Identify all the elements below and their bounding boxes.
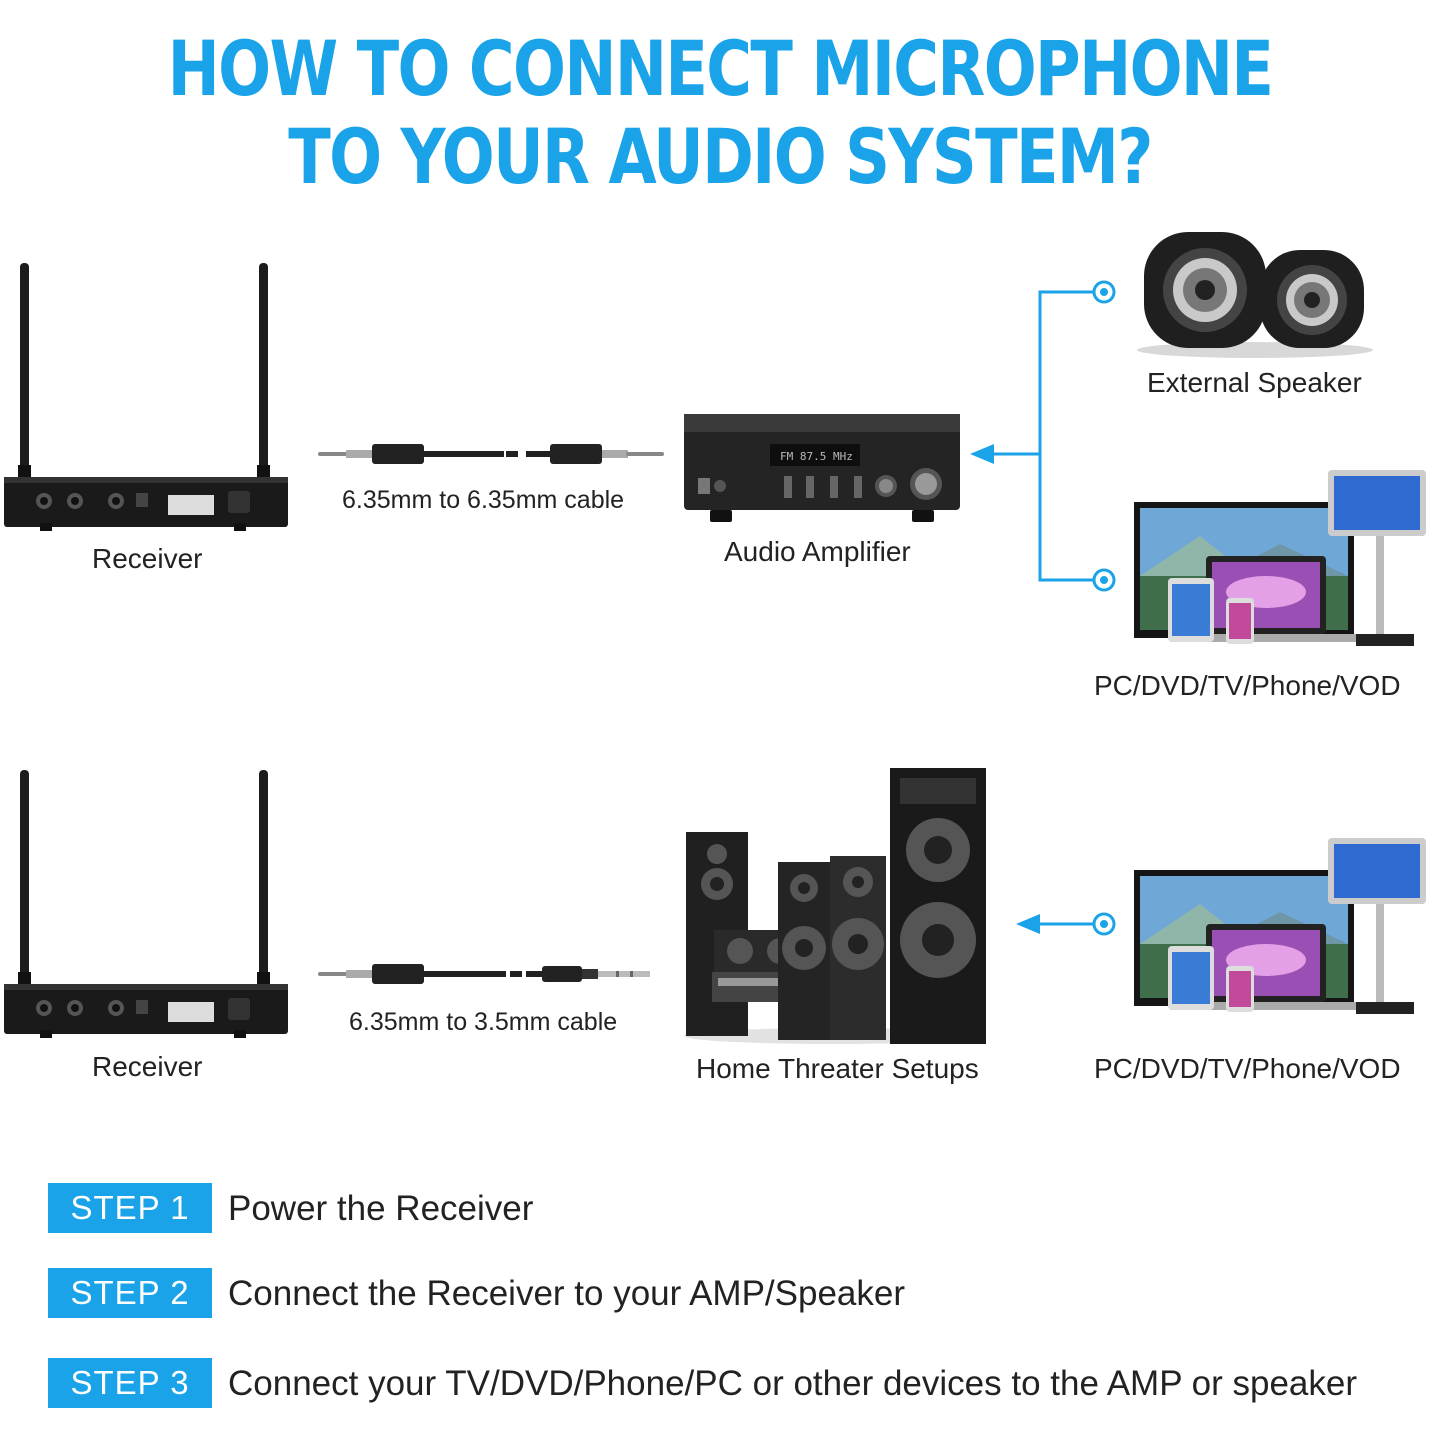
amplifier-label: Audio Amplifier	[724, 536, 911, 567]
audio-amplifier-image: FM 87.5 MHz	[684, 414, 960, 522]
home-theater-image	[684, 768, 986, 1044]
sources-devices-image	[1134, 838, 1426, 1014]
title-line-2: TO YOUR AUDIO SYSTEM?	[288, 112, 1153, 201]
cable-6.35-to-6.35	[318, 444, 664, 464]
step-2-badge: STEP 2	[48, 1268, 212, 1318]
cable-label: 6.35mm to 6.35mm cable	[342, 486, 625, 514]
step-3-text: Connect your TV/DVD/Phone/PC or other de…	[228, 1364, 1358, 1403]
step-2-text: Connect the Receiver to your AMP/Speaker	[228, 1274, 906, 1313]
connector-lines-setup-2	[1016, 912, 1116, 936]
step-1-text: Power the Receiver	[228, 1189, 534, 1228]
amp-display-text: FM 87.5 MHz	[780, 450, 853, 463]
connector-lines-setup-1	[970, 280, 1116, 592]
external-speaker-label: External Speaker	[1147, 367, 1362, 398]
cable-6.35-to-3.5	[318, 964, 650, 984]
home-theater-label: Home Threater Setups	[696, 1053, 979, 1084]
receiver-image	[4, 263, 288, 531]
cable-label: 6.35mm to 3.5mm cable	[349, 1008, 618, 1036]
step-3-badge: STEP 3	[48, 1358, 212, 1408]
receiver-label: Receiver	[92, 543, 203, 574]
external-speaker-image	[1137, 232, 1373, 358]
step-1-badge: STEP 1	[48, 1183, 212, 1233]
sources-devices-image	[1134, 470, 1426, 646]
receiver-label: Receiver	[92, 1051, 203, 1082]
sources-label: PC/DVD/TV/Phone/VOD	[1094, 670, 1401, 701]
sources-label: PC/DVD/TV/Phone/VOD	[1094, 1053, 1401, 1084]
receiver-image	[4, 770, 288, 1038]
title-line-1: HOW TO CONNECT MICROPHONE	[167, 24, 1274, 113]
